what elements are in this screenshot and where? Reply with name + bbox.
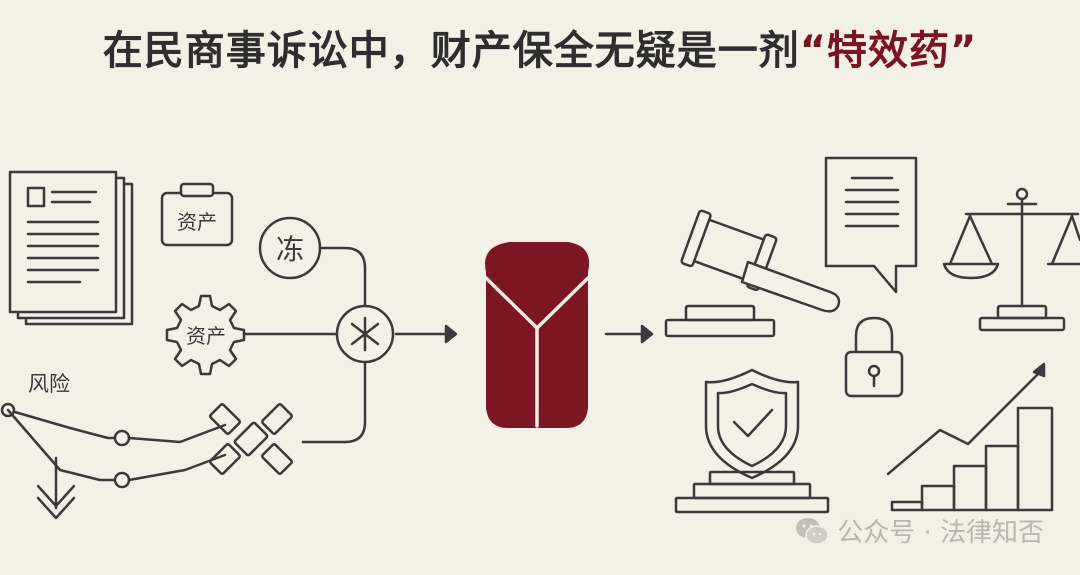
lock-icon bbox=[844, 316, 904, 398]
asset-clipboard-icon: 资产 bbox=[160, 182, 234, 247]
gavel-icon bbox=[664, 209, 841, 338]
down-arrow-icon bbox=[36, 456, 76, 520]
title-main: 在民商事诉讼中，财产保全无疑是一剂 bbox=[102, 28, 800, 74]
freeze-label: 冻 bbox=[276, 233, 304, 266]
preservation-block-icon bbox=[484, 242, 590, 428]
asset-gear-label: 资产 bbox=[186, 324, 226, 348]
risk-label: 风险 bbox=[28, 372, 70, 396]
broken-link-icon bbox=[209, 403, 293, 475]
merge-node-icon bbox=[335, 304, 395, 364]
shield-check-icon bbox=[674, 368, 830, 514]
watermark: 公众号 · 法律知否 bbox=[795, 512, 1044, 549]
risk-network bbox=[0, 402, 227, 489]
title-highlight: “特效药” bbox=[799, 28, 978, 74]
scales-icon bbox=[942, 187, 1080, 332]
flow-connectors bbox=[242, 246, 367, 444]
arrow-right-icon-2 bbox=[604, 324, 654, 344]
wechat-icon bbox=[796, 517, 829, 545]
growth-chart-icon bbox=[886, 362, 1054, 512]
watermark-text: 公众号 · 法律知否 bbox=[837, 518, 1044, 548]
arrow-right-icon bbox=[394, 324, 458, 344]
asset-gear-icon: 资产 bbox=[165, 294, 246, 376]
asset-board-label: 资产 bbox=[177, 210, 217, 234]
documents-icon bbox=[8, 170, 134, 326]
page-title: 在民商事诉讼中，财产保全无疑是一剂“特效药” bbox=[0, 18, 1080, 76]
freeze-badge: 冻 bbox=[258, 216, 322, 280]
document-icon bbox=[824, 156, 918, 294]
